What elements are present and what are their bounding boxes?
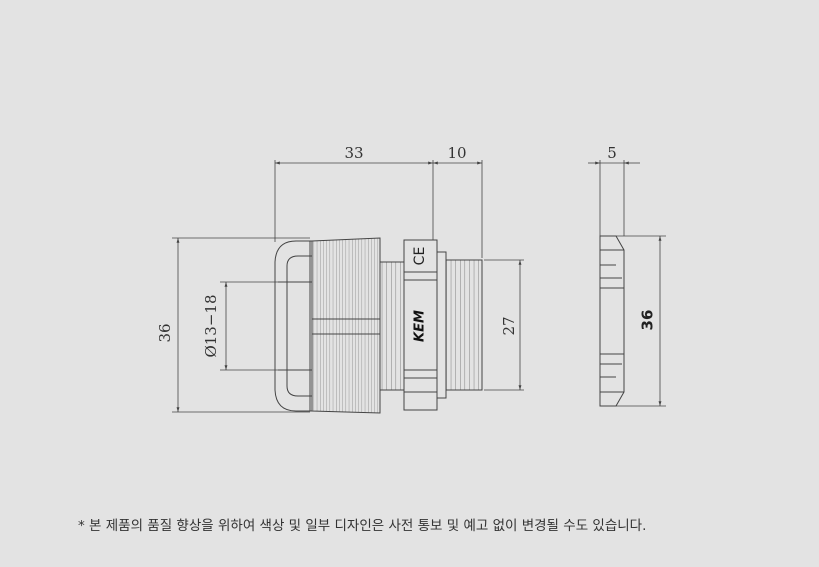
- nut-dimensions: [588, 160, 666, 407]
- dim-nut-height-36: 36: [639, 310, 657, 331]
- cable-gland-side-view: [274, 237, 483, 414]
- seal-inner-line: [286, 255, 312, 397]
- dim-cable-range: Ø13−18: [202, 294, 220, 357]
- technical-drawing: CE KEM 33 10 36 Ø13−18 27: [156, 144, 666, 414]
- dim-thread-27: 27: [500, 316, 518, 335]
- locknut-side-view: [599, 235, 625, 407]
- seal-cap: [274, 240, 312, 412]
- entry-thread: [445, 259, 483, 391]
- hex-body: [403, 239, 438, 411]
- body-thread: [379, 261, 405, 391]
- washer: [436, 251, 447, 399]
- disclaimer-note: * 본 제품의 품질 향상을 위하여 색상 및 일부 디자인은 사전 통보 및 …: [78, 518, 647, 534]
- side-dimensions: [172, 160, 524, 413]
- dim-thread-length-10: 10: [447, 144, 466, 162]
- dim-height-36: 36: [156, 323, 174, 342]
- dim-width-33: 33: [344, 144, 363, 162]
- dome-nut: [311, 237, 381, 414]
- kem-logo: KEM: [413, 310, 428, 342]
- dim-nut-thickness-5: 5: [607, 144, 617, 162]
- ce-mark: CE: [412, 247, 428, 266]
